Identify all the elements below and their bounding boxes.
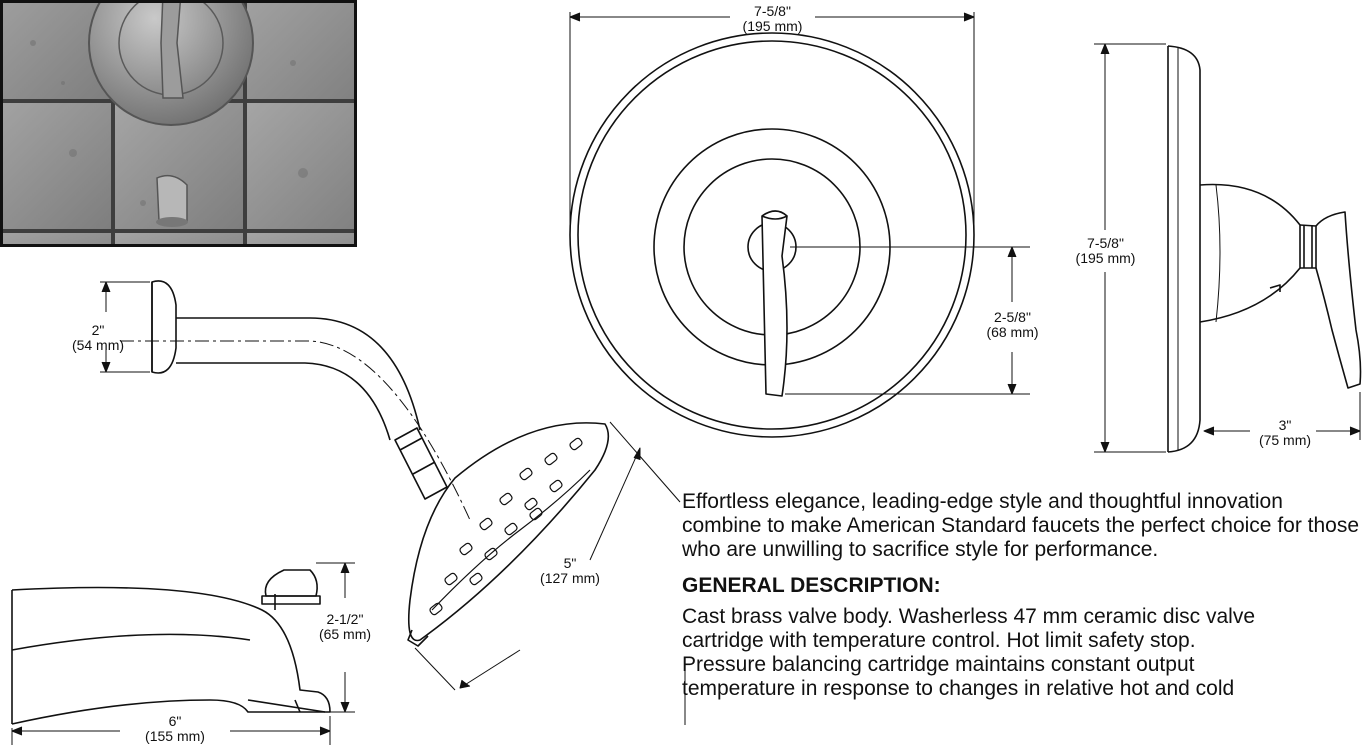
dim-imperial: 2-1/2" (326, 611, 364, 627)
dim-metric: (75 mm) (1258, 432, 1312, 448)
product-description: Effortless elegance, leading-edge style … (682, 490, 1367, 701)
body-line: temperature in response to changes in re… (682, 677, 1235, 700)
product-photo (0, 0, 357, 247)
dim-metric: (68 mm) (986, 324, 1039, 340)
escutcheon-front-drawing (569, 32, 975, 438)
dim-imperial: 7-5/8" (1087, 235, 1124, 251)
dim-showerhead-diameter: 5" (127 mm) (520, 556, 620, 586)
dim-handle-height: 2-5/8" (68 mm) (975, 310, 1050, 340)
dim-imperial: 5" (563, 555, 577, 571)
dim-imperial: 7-5/8" (754, 3, 791, 19)
dim-spout-height: 2-1/2" (65 mm) (300, 612, 390, 642)
section-heading: GENERAL DESCRIPTION: (682, 574, 941, 597)
dim-shower-arm-height: 2" (54 mm) (48, 323, 148, 353)
dim-imperial: 3" (1278, 417, 1292, 433)
intro-paragraph: Effortless elegance, leading-edge style … (682, 490, 1360, 561)
dim-handle-projection: 3" (75 mm) (1245, 418, 1325, 448)
dim-metric: (127 mm) (540, 570, 600, 586)
dim-spout-length: 6" (155 mm) (120, 714, 230, 744)
dim-imperial: 2" (91, 322, 105, 338)
dim-imperial: 6" (168, 713, 182, 729)
dim-metric: (195 mm) (1075, 250, 1136, 266)
dim-metric: (155 mm) (145, 728, 205, 744)
dim-metric: (54 mm) (71, 337, 125, 353)
dim-escutcheon-height: 7-5/8" (195 mm) (1058, 236, 1153, 266)
dim-metric: (195 mm) (742, 18, 803, 34)
product-photo-illustration (3, 3, 354, 244)
escutcheon-side-drawing (1167, 45, 1362, 453)
body-line: Cast brass valve body. Washerless 47 mm … (682, 605, 1256, 628)
body-line: cartridge with temperature control. Hot … (682, 629, 1196, 652)
body-line: Pressure balancing cartridge maintains c… (682, 653, 1195, 676)
dim-escutcheon-width: 7-5/8" (195 mm) (720, 4, 825, 34)
dim-metric: (65 mm) (318, 626, 372, 642)
description-body: Cast brass valve body. Washerless 47 mm … (682, 605, 1367, 701)
showerhead-drawing (151, 280, 610, 647)
tub-spout-drawing (11, 569, 331, 725)
dim-imperial: 2-5/8" (994, 309, 1031, 325)
